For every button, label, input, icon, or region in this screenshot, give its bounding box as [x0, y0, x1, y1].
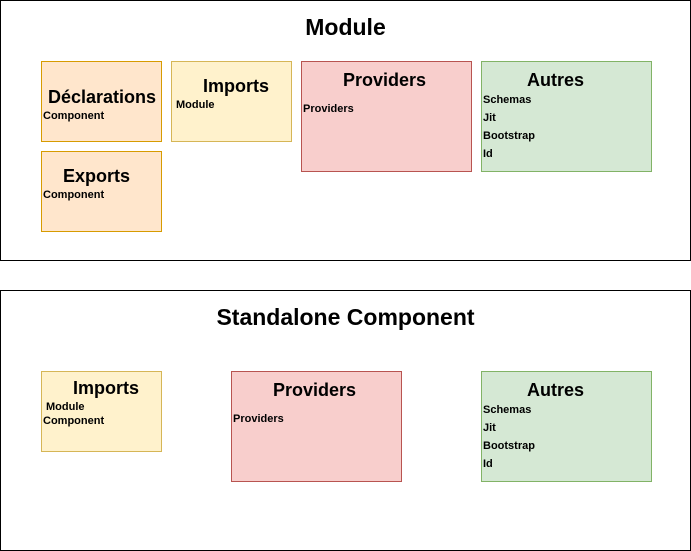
module-providers-title: Providers — [343, 70, 427, 90]
standalone-autres-item-jit: Jit — [483, 422, 496, 434]
module-autres-title: Autres — [527, 70, 585, 90]
module-title: Module — [305, 14, 386, 40]
declarations-item: Component — [43, 110, 105, 122]
standalone-autres-item-bootstrap: Bootstrap — [483, 440, 535, 452]
standalone-autres-item-id: Id — [483, 458, 493, 470]
module-autres-box: Autres Schemas Jit Bootstrap Id — [481, 61, 652, 172]
standalone-panel: Standalone Component Imports Module Comp… — [0, 290, 691, 551]
exports-item: Component — [43, 189, 105, 201]
module-providers-item: Providers — [303, 103, 354, 115]
module-imports-box: Imports Module — [171, 61, 292, 142]
standalone-imports-title: Imports — [73, 378, 140, 398]
standalone-title: Standalone Component — [216, 304, 475, 330]
module-autres-item-jit: Jit — [483, 112, 496, 124]
declarations-box: Déclarations Component — [41, 61, 162, 142]
standalone-autres-box: Autres Schemas Jit Bootstrap Id — [481, 371, 652, 482]
module-autres-item-schemas: Schemas — [483, 94, 532, 106]
standalone-imports-item-component: Component — [43, 415, 105, 427]
standalone-imports-item-module: Module — [46, 401, 85, 413]
standalone-imports-box: Imports Module Component — [41, 371, 162, 452]
standalone-providers-title: Providers — [273, 380, 357, 400]
standalone-providers-item: Providers — [233, 413, 284, 425]
module-imports-item: Module — [176, 99, 215, 111]
module-autres-item-id: Id — [483, 148, 493, 160]
module-autres-item-bootstrap: Bootstrap — [483, 130, 535, 142]
module-imports-title: Imports — [203, 76, 270, 96]
module-panel: Module Déclarations Component Imports Mo… — [0, 0, 691, 261]
exports-box: Exports Component — [41, 151, 162, 232]
declarations-title: Déclarations — [48, 87, 157, 107]
exports-title: Exports — [63, 166, 131, 186]
standalone-providers-box: Providers Providers — [231, 371, 402, 482]
standalone-autres-title: Autres — [527, 380, 585, 400]
standalone-autres-item-schemas: Schemas — [483, 404, 532, 416]
module-providers-box: Providers Providers — [301, 61, 472, 172]
